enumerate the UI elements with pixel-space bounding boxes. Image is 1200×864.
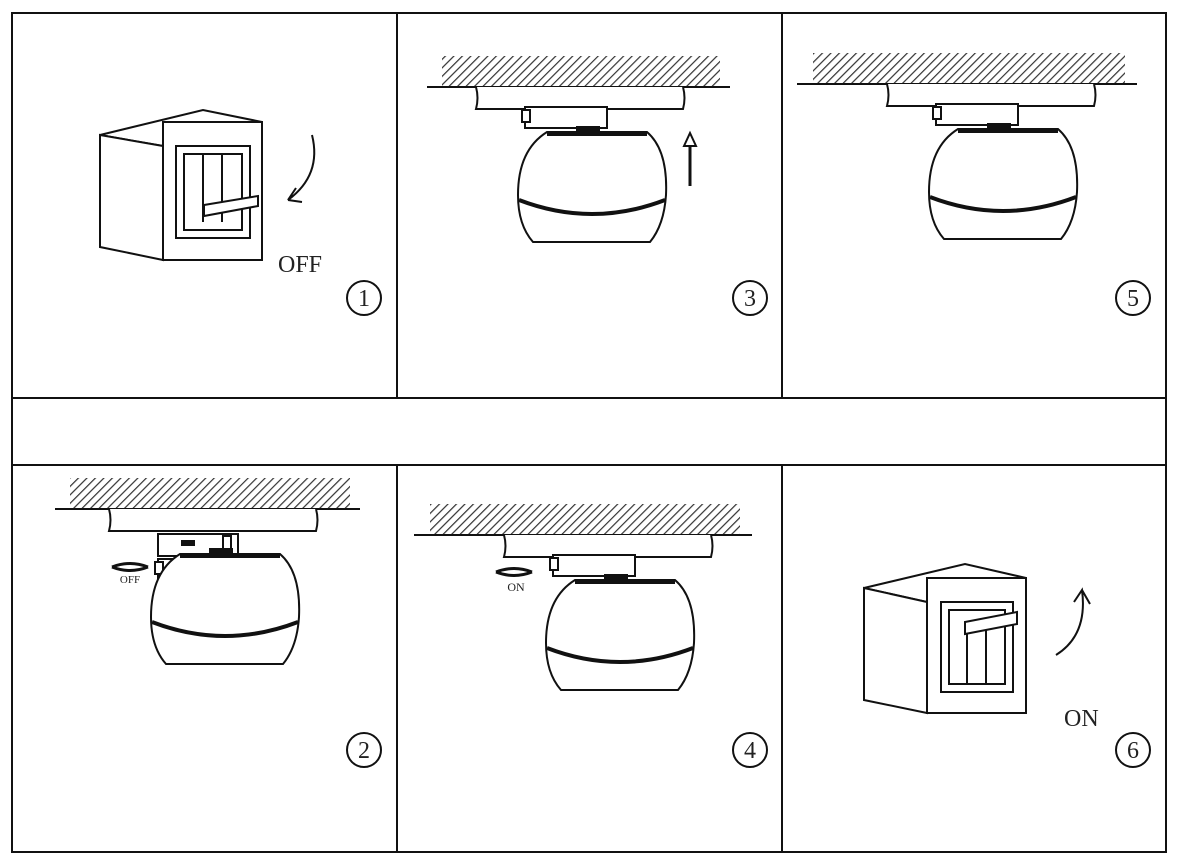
wall-switch-icon — [99, 108, 263, 262]
step-number-circle — [732, 280, 768, 316]
step-number-circle — [1115, 280, 1151, 316]
off-label: OFF — [120, 574, 140, 586]
track-adapter — [549, 554, 636, 577]
track-rail — [502, 534, 714, 558]
step-number-circle — [346, 732, 382, 768]
panel-step-2-extras: OFF 2 — [111, 562, 382, 768]
panel-step-2-scene — [55, 478, 360, 665]
step-number: 2 — [358, 738, 370, 764]
arrow-down-icon — [287, 134, 316, 203]
ceiling-hatch — [70, 478, 350, 508]
off-label: OFF — [278, 252, 322, 278]
panel-step-3-scene — [427, 56, 730, 243]
step-number-circle — [732, 732, 768, 768]
arrow-up-icon — [1055, 587, 1091, 656]
track-rail — [107, 508, 319, 532]
panel-step-5-extras: 5 — [1115, 280, 1151, 316]
track-adapter — [932, 103, 1019, 126]
spot-lamp-icon — [927, 128, 1079, 240]
rotate-arrow-icon — [111, 562, 149, 572]
step-number: 1 — [358, 286, 370, 312]
panel-step-5-scene — [797, 53, 1137, 240]
step-number-circle — [1115, 732, 1151, 768]
panel-step-3-extras: 3 — [682, 130, 768, 316]
step-number: 5 — [1127, 286, 1139, 312]
panel-step-6: ON 6 — [863, 562, 1151, 768]
rotate-arrow-icon — [495, 567, 533, 577]
panel-grid — [11, 12, 1167, 853]
wall-switch-icon — [863, 562, 1027, 715]
outer-frame — [11, 12, 1167, 853]
step-number-circle — [346, 280, 382, 316]
step-number: 3 — [744, 286, 756, 312]
track-adapter — [521, 106, 608, 129]
on-label: ON — [507, 580, 525, 594]
step-number: 6 — [1127, 738, 1139, 764]
track-rail — [885, 83, 1097, 107]
on-label: ON — [1064, 706, 1099, 732]
ceiling-hatch — [430, 504, 740, 534]
panel-step-4-scene — [414, 504, 752, 691]
step-number: 4 — [744, 738, 756, 764]
ceiling-hatch — [442, 56, 720, 86]
arrow-head — [682, 130, 698, 147]
ceiling-hatch — [813, 53, 1125, 83]
spot-lamp-icon — [516, 131, 668, 243]
spot-lamp-icon — [149, 553, 301, 665]
panel-step-1: OFF 1 — [99, 108, 382, 316]
panel-step-4-extras: ON 4 — [495, 567, 768, 768]
track-rail — [474, 86, 686, 110]
spot-lamp-icon — [544, 579, 696, 691]
